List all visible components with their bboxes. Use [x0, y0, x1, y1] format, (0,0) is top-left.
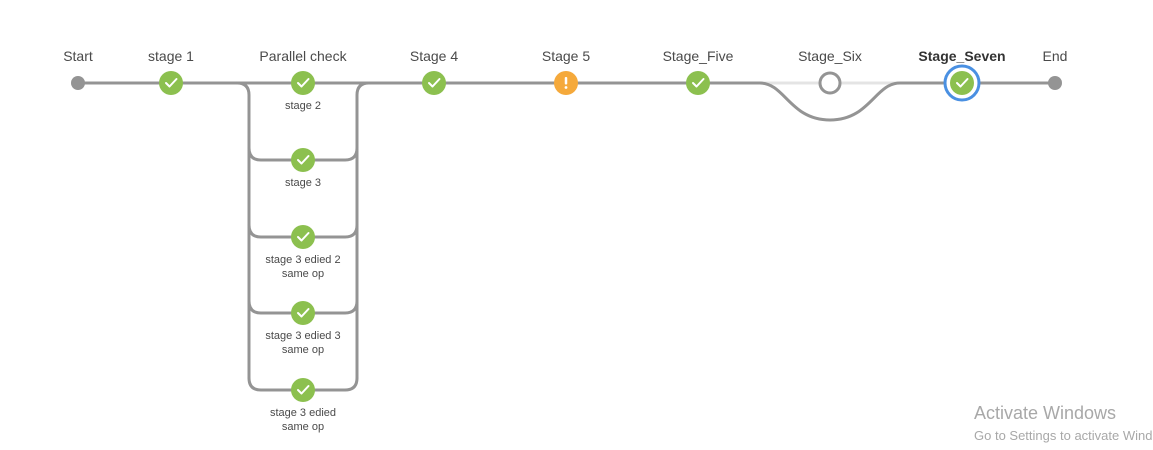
- parallel-branch-node-1[interactable]: [291, 71, 315, 95]
- stage-title-parallel-check: Parallel check: [259, 48, 347, 64]
- end-node: [1048, 76, 1062, 90]
- success-status: [291, 301, 315, 325]
- stage-title-stage-4: Stage 4: [410, 48, 458, 64]
- stage-seven-node[interactable]: [943, 64, 981, 102]
- checkmark-icon: [297, 308, 310, 318]
- checkmark-icon: [297, 232, 310, 242]
- parallel-branch-node-2[interactable]: [291, 148, 315, 172]
- stage-title-stage-1: stage 1: [148, 48, 194, 64]
- activate-windows-title: Activate Windows: [974, 403, 1117, 423]
- checkmark-icon: [165, 78, 178, 88]
- stage-title-end: End: [1043, 48, 1068, 64]
- branch-label: stage 3 edied 3: [265, 330, 340, 342]
- checkmark-icon: [692, 78, 705, 88]
- stage-title-start: Start: [63, 48, 93, 64]
- branch-label: stage 3 edied: [270, 407, 336, 419]
- parallel-branch-node-5[interactable]: [291, 378, 315, 402]
- stage-title-stage-six: Stage_Six: [798, 48, 862, 64]
- checkmark-icon: [297, 155, 310, 165]
- connector-lines: [76, 81, 1057, 392]
- success-status: [291, 378, 315, 402]
- branch-label: same op: [282, 421, 324, 433]
- stage-5-node[interactable]: [554, 71, 578, 95]
- empty-circle-icon: [818, 71, 842, 95]
- parallel-left-rail: [235, 81, 251, 380]
- stage-4-node[interactable]: [422, 71, 446, 95]
- exclamation-icon: [564, 77, 568, 85]
- start-node: [71, 76, 85, 90]
- branch-label: same op: [282, 268, 324, 280]
- parallel-branch-node-3[interactable]: [291, 225, 315, 249]
- activate-windows-subtitle: Go to Settings to activate Windows.: [974, 428, 1153, 443]
- success-status: [950, 71, 974, 95]
- success-status: [291, 71, 315, 95]
- success-status: [291, 148, 315, 172]
- branch-label: stage 3: [285, 177, 321, 189]
- checkmark-icon: [428, 78, 441, 88]
- success-status: [159, 71, 183, 95]
- stage-title-stage-five: Stage_Five: [663, 48, 734, 64]
- stage-title-stage-seven: Stage_Seven: [918, 48, 1005, 64]
- parallel-right-rail: [355, 81, 371, 380]
- branch-label: same op: [282, 344, 324, 356]
- success-status: [422, 71, 446, 95]
- branch-label: stage 2: [285, 100, 321, 112]
- stage-five-node[interactable]: [686, 71, 710, 95]
- checkmark-icon: [297, 385, 310, 395]
- checkmark-icon: [297, 78, 310, 88]
- exclamation-dot: [564, 86, 568, 89]
- stage-nodes: [71, 64, 1062, 402]
- success-status: [291, 225, 315, 249]
- stage-labels: Start stage 1 Parallel check stage 2 stage 3…: [63, 48, 1067, 433]
- bypass-connector: [696, 81, 964, 122]
- branch-label: stage 3 edied 2: [265, 254, 340, 266]
- stage-six-node[interactable]: [818, 71, 842, 95]
- parallel-branch-node-4[interactable]: [291, 301, 315, 325]
- stage-1-node[interactable]: [159, 71, 183, 95]
- checkmark-icon: [956, 78, 969, 88]
- success-status: [686, 71, 710, 95]
- stage-title-stage-5: Stage 5: [542, 48, 590, 64]
